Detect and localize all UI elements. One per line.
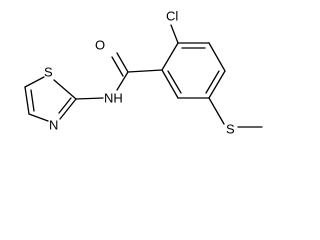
ring-bond-c6-c1 [161, 69, 179, 99]
thiazole-bond-c2-s1 [53, 79, 77, 100]
chlorine-atom-label: Cl [166, 8, 178, 23]
ring-bond-c3-c4 [208, 42, 226, 72]
thiazole-nitrogen-label: N [49, 117, 58, 132]
benzene-ring [161, 42, 226, 99]
bond-n-thiazole-c2 [75, 97, 104, 100]
bond-c5-s [208, 97, 225, 125]
thiazole-ring [24, 76, 77, 122]
amide-nh-label: NH [104, 90, 123, 105]
thiazole-double-bond-c5-c4 [30, 89, 35, 112]
ring-double-bond-c6-c1 [167, 70, 182, 94]
bond-carbonyl-c-o [116, 52, 129, 73]
thiazole-bond-c4-n3 [28, 113, 49, 122]
bond-carbonyl-c-o-double [111, 56, 124, 77]
thiazole-bond-s1-c5 [24, 76, 45, 88]
ring-bond-c1-c2 [161, 42, 179, 71]
oxygen-atom-label: O [95, 37, 105, 52]
ring-bond-c4-c5 [208, 70, 226, 99]
thiazole-bond-n3-c2 [59, 98, 77, 120]
thiazole-bond-c5-c4 [24, 86, 30, 115]
bond-ring-carbonyl [127, 69, 163, 73]
thiazole-double-bond-n3-c2 [58, 97, 72, 114]
chemical-structure-diagram: Cl O NH S N S [24, 8, 263, 136]
thiazole-sulfur-label: S [44, 64, 53, 79]
methylthio-sulfur-label: S [226, 121, 235, 136]
bond-c2-cl [170, 24, 179, 44]
ring-double-bond-c4-c5 [205, 70, 220, 94]
bond-carbonyl-n [116, 71, 129, 91]
